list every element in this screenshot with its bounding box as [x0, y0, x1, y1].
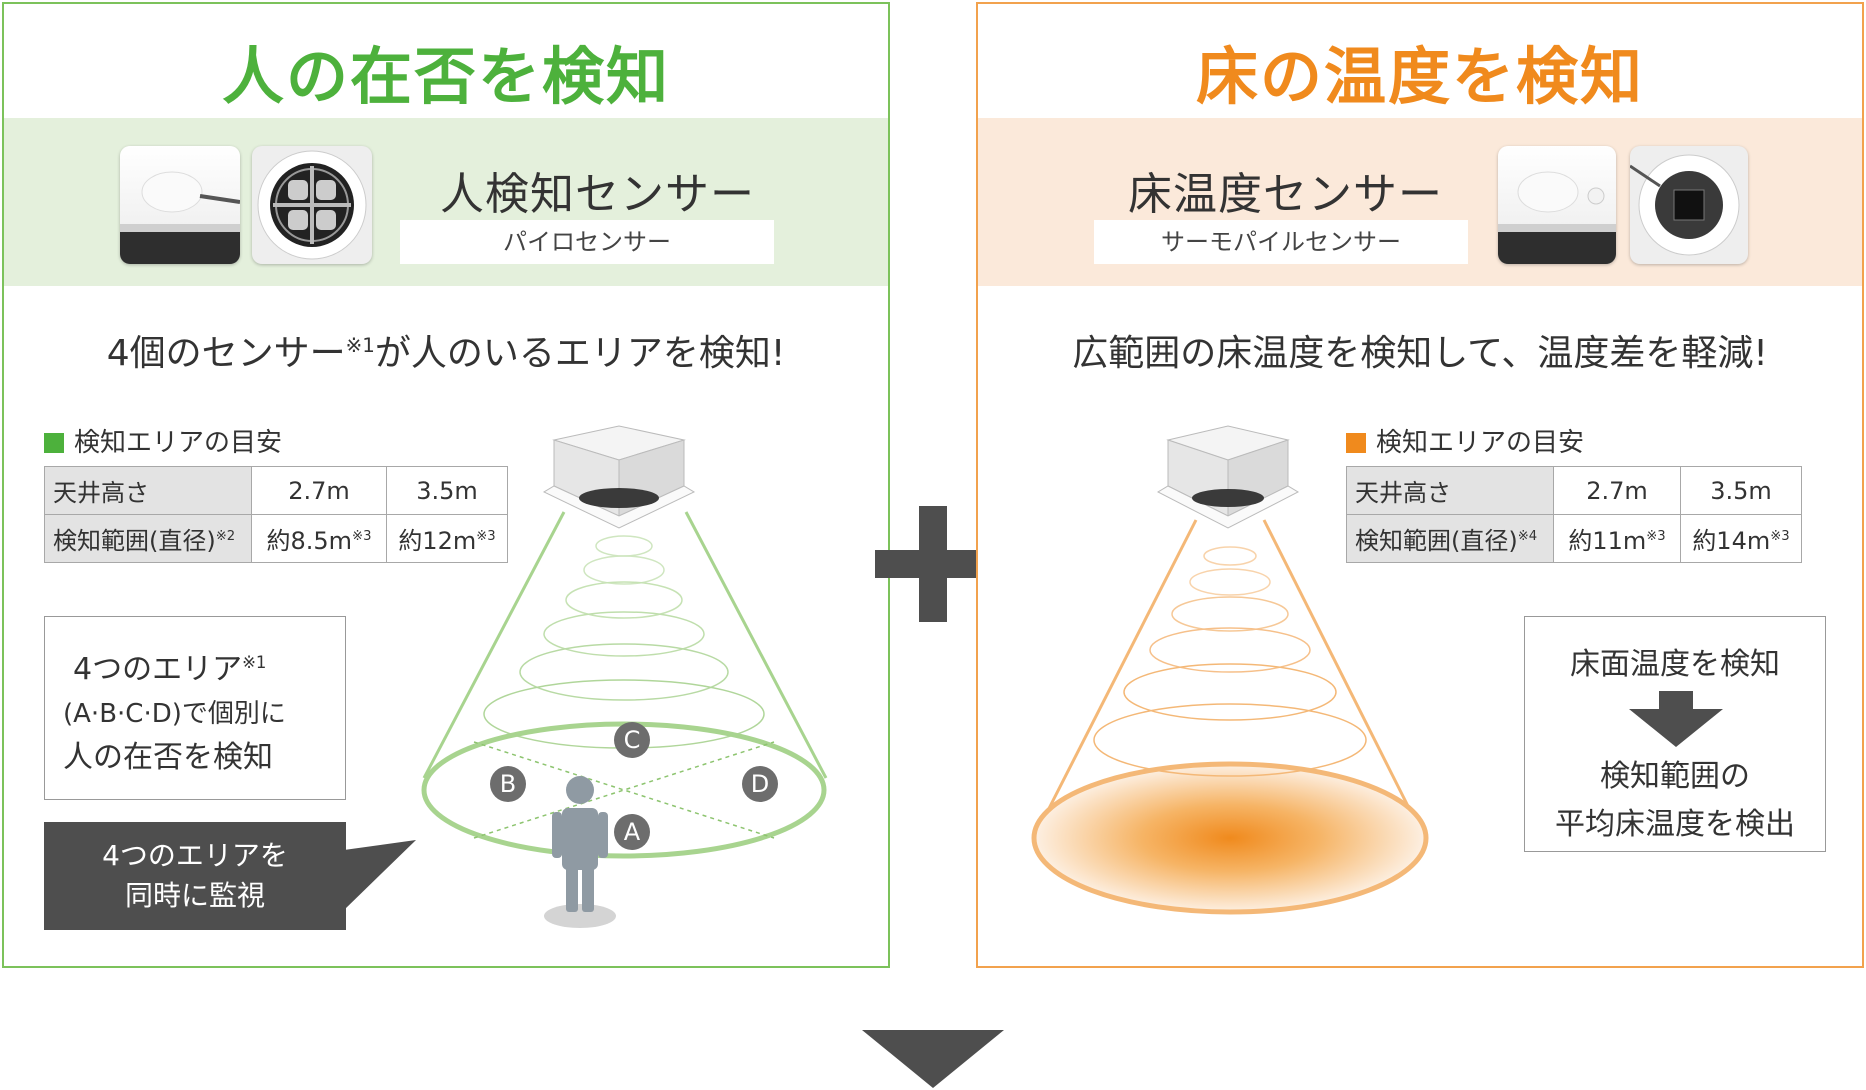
table-row: 検知範囲(直径)※4 約11m※3 約14m※3 [1346, 514, 1802, 563]
flow-step-2-line1: 検知範囲の [1600, 759, 1750, 794]
area-badge-a: A [614, 814, 650, 850]
range-2-7: 約11m※3 [1553, 514, 1681, 563]
height-3-5: 3.5m [386, 466, 508, 515]
right-headline: 広範囲の床温度を検知して、温度差を軽減! [1072, 333, 1768, 374]
right-sensor-name: 床温度センサー [1128, 169, 1443, 220]
flow-step-1: 床面温度を検知 [1570, 647, 1780, 682]
table-row: 検知範囲(直径)※2 約8.5m※3 約12m※3 [44, 514, 508, 563]
pyro-sensor-closeup-image [252, 146, 372, 264]
monitor-callout: 4つのエリアを 同時に監視 [44, 822, 346, 930]
right-panel: 床の温度を検知 床温度センサー サーモパイルセンサー 広範囲の床温度を検知して、… [976, 2, 1864, 968]
right-title: 床の温度を検知 [1195, 40, 1644, 113]
right-sensor-band: 床温度センサー サーモパイルセンサー [978, 118, 1862, 286]
down-arrow-icon [862, 1030, 1004, 1088]
height-2-7: 2.7m [1553, 466, 1681, 515]
human-detection-cone-diagram [421, 425, 828, 928]
height-2-7: 2.7m [251, 466, 387, 515]
left-sensor-band: 人検知センサー パイロセンサー [4, 118, 888, 286]
ceiling-height-header: 天井高さ [44, 466, 252, 515]
area-badge-c: C [614, 722, 650, 758]
table-row: 天井高さ 2.7m 3.5m [1346, 466, 1802, 515]
ceiling-unit-image [1498, 146, 1616, 264]
ceiling-unit-image [120, 146, 240, 264]
area-badge-b: B [490, 766, 526, 802]
left-sensor-name: 人検知センサー [440, 169, 755, 220]
range-2-7: 約8.5m※3 [251, 514, 387, 563]
height-3-5: 3.5m [1680, 466, 1802, 515]
detect-range-header: 検知範囲(直径)※4 [1346, 514, 1554, 563]
area-badge-d: D [742, 766, 778, 802]
plus-icon [875, 506, 991, 622]
legend-orange-square [1346, 433, 1366, 453]
left-spec-table: 天井高さ 2.7m 3.5m 検知範囲(直径)※2 約8.5m※3 約12m※3 [44, 466, 508, 563]
floor-temperature-cone-diagram [1031, 425, 1429, 915]
callout-pointer [344, 840, 416, 910]
area-description-box: 4つのエリア※1 (A·B·C·D)で個別に 人の在否を検知 [44, 616, 346, 800]
left-headline: 4個のセンサー※1が人のいるエリアを検知! [106, 333, 786, 374]
left-legend: 検知エリアの目安 [44, 422, 282, 459]
thermopile-sensor-closeup-image [1630, 146, 1748, 264]
ceiling-height-header: 天井高さ [1346, 466, 1554, 515]
left-title: 人の在否を検知 [221, 40, 670, 113]
table-row: 天井高さ 2.7m 3.5m [44, 466, 508, 515]
flow-step-2-line2: 平均床温度を検出 [1555, 807, 1795, 842]
legend-green-square [44, 433, 64, 453]
down-arrow-icon [1629, 691, 1723, 747]
floor-temp-flow-box: 床面温度を検知 検知範囲の 平均床温度を検出 [1524, 616, 1826, 852]
range-3-5: 約12m※3 [386, 514, 508, 563]
detect-range-header: 検知範囲(直径)※2 [44, 514, 252, 563]
right-spec-table: 天井高さ 2.7m 3.5m 検知範囲(直径)※4 約11m※3 約14m※3 [1346, 466, 1802, 563]
left-panel: 人の在否を検知 人検知センサー パイロ [2, 2, 890, 968]
left-sensor-sub: パイロセンサー [400, 220, 774, 264]
range-3-5: 約14m※3 [1680, 514, 1802, 563]
right-legend: 検知エリアの目安 [1346, 422, 1584, 459]
right-sensor-sub: サーモパイルセンサー [1094, 220, 1468, 264]
